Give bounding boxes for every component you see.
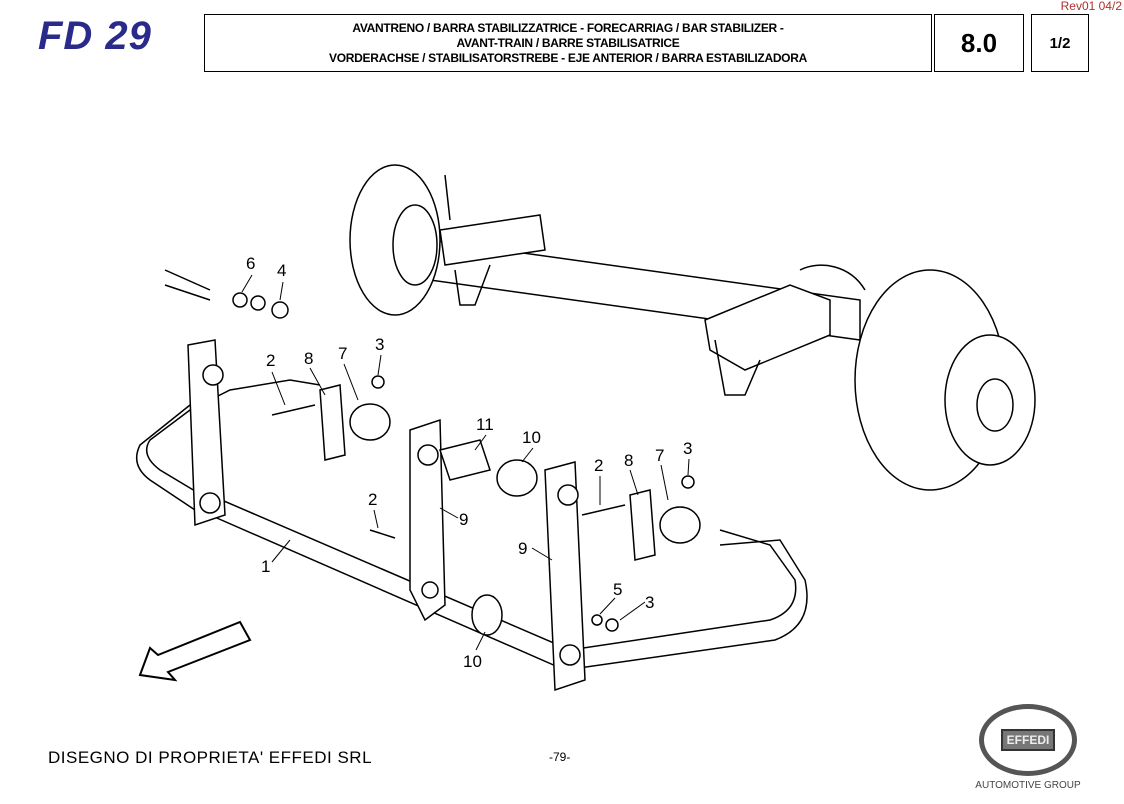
callout: 2 bbox=[266, 351, 276, 370]
callout: 4 bbox=[277, 261, 287, 280]
brand-subtitle: AUTOMOTIVE GROUP bbox=[975, 780, 1081, 791]
right-brake-disc bbox=[799, 264, 1036, 491]
callout: 7 bbox=[655, 446, 665, 465]
callout: 1 bbox=[261, 557, 271, 576]
callout: 9 bbox=[518, 539, 528, 558]
callout: 8 bbox=[624, 451, 634, 470]
page-number: -79- bbox=[549, 750, 571, 764]
bushings-and-clamps bbox=[164, 269, 701, 636]
callout: 11 bbox=[476, 415, 494, 434]
page-indicator: 1/2 bbox=[1031, 14, 1089, 72]
axle-beam bbox=[429, 214, 861, 396]
callout: 7 bbox=[338, 344, 348, 363]
direction-arrow bbox=[138, 620, 252, 682]
callout: 3 bbox=[683, 439, 693, 458]
model-logo: FD 29 bbox=[38, 14, 152, 58]
callout: 2 bbox=[594, 456, 604, 475]
title-box: AVANTRENO / BARRA STABILIZZATRICE - FORE… bbox=[204, 14, 932, 72]
leader-lines bbox=[241, 274, 690, 651]
ownership-notice: DISEGNO DI PROPRIETA' EFFEDI SRL bbox=[48, 748, 373, 767]
left-brake-disc bbox=[349, 164, 451, 316]
callout: 6 bbox=[246, 254, 256, 273]
callout: 2 bbox=[368, 490, 378, 509]
brackets bbox=[187, 339, 586, 692]
callout: 10 bbox=[463, 652, 482, 671]
callout: 3 bbox=[375, 335, 385, 354]
title-line: VORDERACHSE / STABILISATORSTREBE - EJE A… bbox=[329, 50, 807, 65]
revision-label: Rev01 04/2 bbox=[1060, 0, 1122, 13]
callout: 5 bbox=[613, 580, 623, 599]
brand-logo: EFFEDI AUTOMOTIVE GROUP bbox=[968, 704, 1088, 791]
title-line: AVANTRENO / BARRA STABILIZZATRICE - FORE… bbox=[352, 20, 784, 35]
callout: 8 bbox=[304, 349, 314, 368]
callout: 9 bbox=[459, 510, 469, 529]
callout: 3 bbox=[645, 593, 655, 612]
brand-name: EFFEDI bbox=[1000, 729, 1056, 751]
callout: 10 bbox=[522, 428, 541, 447]
title-line: AVANT-TRAIN / BARRE STABILISATRICE bbox=[456, 35, 680, 50]
section-number: 8.0 bbox=[934, 14, 1024, 72]
